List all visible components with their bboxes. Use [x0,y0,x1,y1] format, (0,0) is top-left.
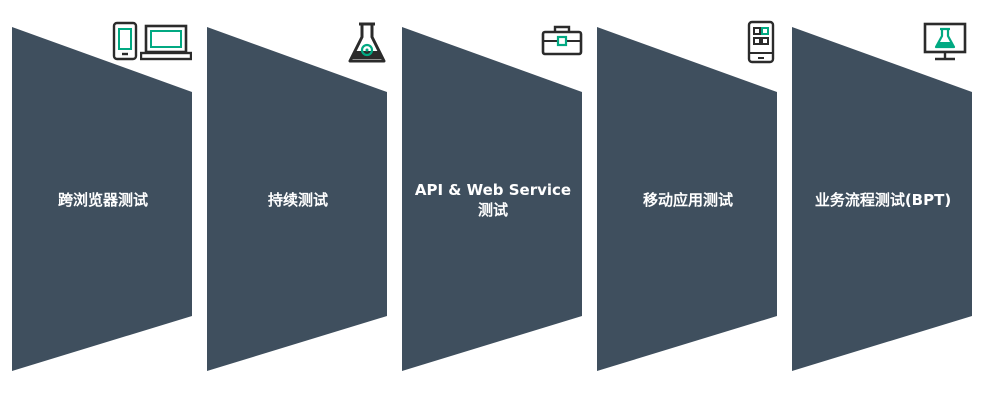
panel-label-line1: API & Web Service [414,181,572,199]
panel-shape [402,27,582,371]
panel-shape [207,27,387,371]
mobile-app-icon [747,20,775,64]
panel-api-web-service-testing: API & Web Service 测试 [400,0,596,402]
flask-icon [348,22,386,63]
panel-label-line1: 业务流程测试(BPT) [814,191,952,209]
laptop-icon [140,24,192,61]
panel-label-line1: 持续测试 [267,191,328,209]
monitor-flask-icon [923,22,967,61]
panel-label: API & Web Service 测试 [400,170,586,230]
panel-shape [792,27,972,371]
panel-label-line1: 跨浏览器测试 [57,191,148,209]
tablet-icon [112,21,138,61]
panel-mobile-app-testing: 移动应用测试 [595,0,791,402]
panel-label: 移动应用测试 [595,170,781,230]
panel-continuous-testing: 持续测试 [205,0,401,402]
panel-label-line1: 移动应用测试 [642,191,733,209]
panel-cross-browser-testing: 跨浏览器测试 [10,0,206,402]
panel-shape [12,27,192,371]
panel-label-line2: 测试 [477,201,508,219]
panel-label: 业务流程测试(BPT) [790,170,976,230]
toolbox-icon [541,25,583,56]
panel-label: 跨浏览器测试 [10,170,196,230]
panel-business-process-testing: 业务流程测试(BPT) [790,0,986,402]
panel-label: 持续测试 [205,170,391,230]
panel-shape [597,27,777,371]
